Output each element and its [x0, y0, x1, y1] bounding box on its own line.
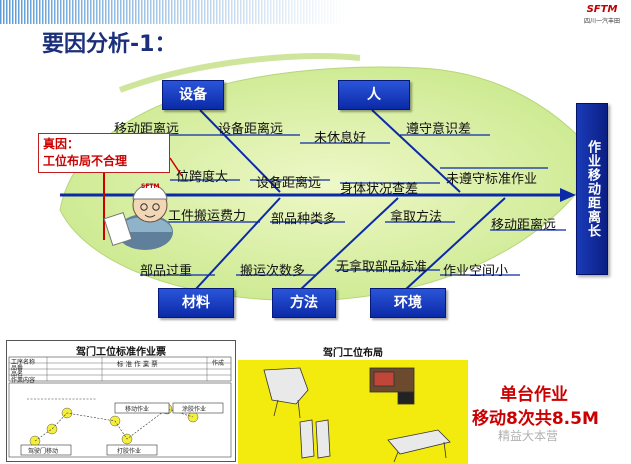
cause-label: 无拿取部品标准: [336, 260, 428, 275]
layout-title: 驾门工位布局: [323, 348, 383, 359]
cause-label: 搬运次数多: [240, 264, 306, 279]
logo-brand: SFTM: [586, 4, 618, 15]
station-layout: 驾门工位布局: [238, 344, 468, 464]
sheet-header-cell: 作成: [212, 360, 225, 367]
spine-arrowhead: [560, 188, 576, 202]
sheet-grid: [8, 356, 232, 458]
cause-label: 拿取方法: [390, 210, 443, 225]
sheet-row-label: 工序名称: [11, 359, 36, 366]
cause-label: 部品过重: [140, 264, 193, 279]
mascot-badge: SFTM: [141, 183, 160, 190]
cause-label: 遵守意识差: [406, 122, 472, 137]
layout-equipment: [263, 367, 451, 463]
watermark: 精益大本营: [498, 429, 559, 443]
branch-equipment: [199, 109, 281, 193]
cause-label: 设备距离远: [218, 122, 284, 137]
category-material: 材料: [158, 288, 234, 318]
category-environment: 环境: [370, 288, 446, 318]
cause-label: 未休息好: [314, 131, 367, 146]
cause-label: 作业空间小: [443, 264, 509, 279]
cause-label: 未遵守标准作业: [446, 172, 538, 187]
sheet-header-cell: 标 准 作 業 票: [117, 360, 158, 368]
summary-line-1: 单台作业: [500, 385, 568, 405]
category-equipment: 设备: [162, 80, 224, 110]
root-cause-box: 真因： 工位布局不合理: [38, 133, 170, 173]
summary-line-2: 移动8次共8.5M: [472, 409, 599, 429]
fishbone-diagram: [59, 53, 601, 302]
cause-label: 工件搬运费力: [168, 209, 247, 224]
cause-label: 设备距离远: [256, 176, 322, 191]
page-title: 要因分析-1：: [42, 32, 177, 57]
standard-work-sheet: 驾门工位标准作业票 标 准 作 業 票 作成 工序名称 品番 品名 作業内容 移…: [6, 340, 236, 462]
root-cause-heading: 真因：: [43, 137, 80, 151]
flow-label: 涂胶作业: [182, 406, 207, 413]
sheet-title: 驾门工位标准作业票: [76, 347, 166, 358]
cause-label: 位跨度大: [176, 170, 229, 185]
cause-label: 身体状况查差: [340, 182, 419, 197]
flow-label: 移动作业: [125, 406, 150, 413]
cause-label: 移动距离远: [491, 218, 557, 233]
category-method: 方法: [272, 288, 336, 318]
flow-label: 驾驶门移动: [28, 448, 59, 455]
category-people: 人: [338, 80, 410, 110]
branch-method: [299, 197, 399, 291]
flow-label: 打胶作业: [117, 448, 142, 455]
effect-box: 作业移动距离长: [576, 103, 608, 275]
sheet-row-label: 作業内容: [11, 377, 36, 384]
sheet-row-label: 品名: [11, 371, 24, 378]
sheet-row-label: 品番: [11, 365, 24, 372]
company-logo: SFTM 四川一汽丰田: [578, 4, 626, 25]
mascot-figure: [103, 184, 173, 250]
root-cause-text: 工位布局不合理: [43, 154, 128, 168]
header-stripe: [0, 0, 631, 24]
cause-label: 部品种类多: [271, 212, 337, 227]
branch-environment: [404, 197, 506, 291]
branch-people: [371, 109, 461, 193]
logo-subtitle: 四川一汽丰田: [583, 18, 620, 25]
